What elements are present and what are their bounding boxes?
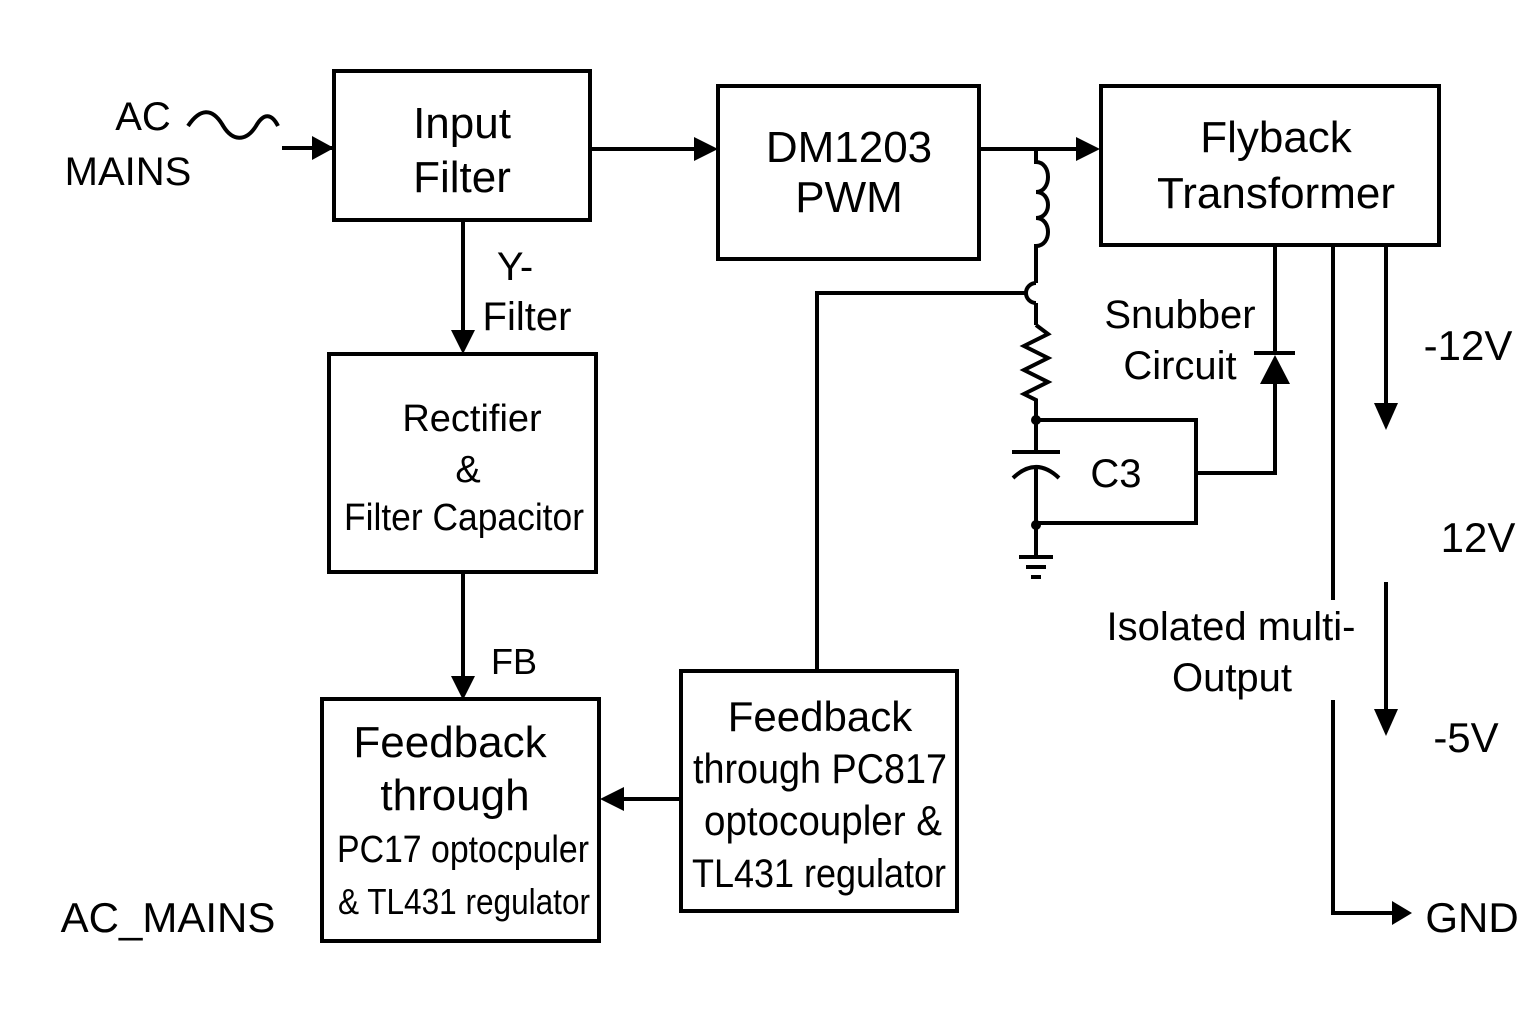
isolated-label-line2: Output: [1172, 656, 1292, 700]
snubber-label-line2: Circuit: [1123, 344, 1236, 388]
feedback-right-line1: Feedback: [728, 693, 913, 740]
feedback-left-line1: Feedback: [353, 718, 547, 767]
feedback-left-block[interactable]: Feedback through PC17 optocpuler & TL431…: [320, 697, 601, 943]
flyback-transformer-block[interactable]: Flyback Transformer: [1099, 84, 1441, 247]
arrowhead: [451, 676, 475, 700]
output-neg5-label: -5V: [1433, 714, 1498, 761]
wire-crossover: [1024, 281, 1037, 305]
mains-label: MAINS: [65, 150, 192, 194]
feedback-left-line3: PC17 optocpuler: [337, 829, 589, 871]
feedback-right-line3: optocoupler &: [704, 797, 942, 844]
arrowhead: [600, 787, 624, 811]
feedback-right-line2: through PC817: [693, 745, 947, 792]
c3-to-diode-wire: [1196, 384, 1277, 475]
feedback-left-line2: through: [380, 771, 529, 820]
arrowhead: [451, 330, 475, 354]
ground-icon: [1019, 555, 1053, 579]
flyback-line1: Flyback: [1200, 113, 1353, 162]
resistor-icon: [1019, 323, 1053, 420]
y-filter-label-line2: Filter: [483, 295, 572, 339]
arrowhead: [1076, 137, 1100, 161]
input-filter-line1: Input: [413, 99, 511, 148]
output-gnd-label: GND: [1425, 894, 1518, 941]
feedback-left-line4: & TL431 regulator: [338, 881, 590, 922]
feedback-right-block[interactable]: Feedback through PC817 optocoupler & TL4…: [679, 669, 959, 913]
ac-mains-source: AC MAINS: [65, 95, 280, 194]
y-filter-label-line1: Y-: [497, 245, 533, 289]
arrowhead: [312, 136, 334, 160]
rectifier-line3: Filter Capacitor: [344, 497, 584, 539]
snubber-label-line1: Snubber: [1104, 293, 1255, 337]
fb-label: FB: [491, 641, 537, 682]
inductor-icon: [1034, 149, 1050, 283]
input-filter-block[interactable]: Input Filter: [332, 69, 592, 222]
rectifier-line1: Rectifier: [402, 398, 542, 440]
input-filter-line2: Filter: [413, 153, 511, 202]
capacitor-icon: [1011, 450, 1061, 525]
output-neg12-label: -12V: [1424, 322, 1513, 369]
feedback-sense-wire: [815, 291, 1026, 671]
ac-label: AC: [115, 95, 171, 139]
arrowhead: [694, 137, 718, 161]
sine-wave-icon: [186, 110, 280, 140]
rectifier-block[interactable]: Rectifier & Filter Capacitor: [327, 352, 598, 574]
gnd-rail-lower: [1331, 700, 1395, 915]
pwm-line2: PWM: [795, 173, 903, 222]
output-pos12-label: 12V: [1441, 514, 1516, 561]
feedback-right-line4: TL431 regulator: [692, 852, 946, 896]
pwm-block[interactable]: DM1203 PWM: [716, 84, 981, 261]
c3-label: C3: [1090, 452, 1141, 496]
isolated-label-line1: Isolated multi-: [1107, 605, 1356, 649]
arrowhead: [1374, 709, 1398, 736]
arrowhead: [1374, 403, 1398, 430]
arrowhead: [1392, 901, 1412, 925]
rectifier-line2: &: [455, 449, 480, 491]
flyback-line2: Transformer: [1157, 169, 1395, 218]
c3-block[interactable]: C3: [1036, 418, 1198, 525]
pwm-line1: DM1203: [766, 123, 932, 172]
ac-mains-bottom-label: AC_MAINS: [61, 894, 276, 941]
diode-icon: [1254, 351, 1295, 384]
